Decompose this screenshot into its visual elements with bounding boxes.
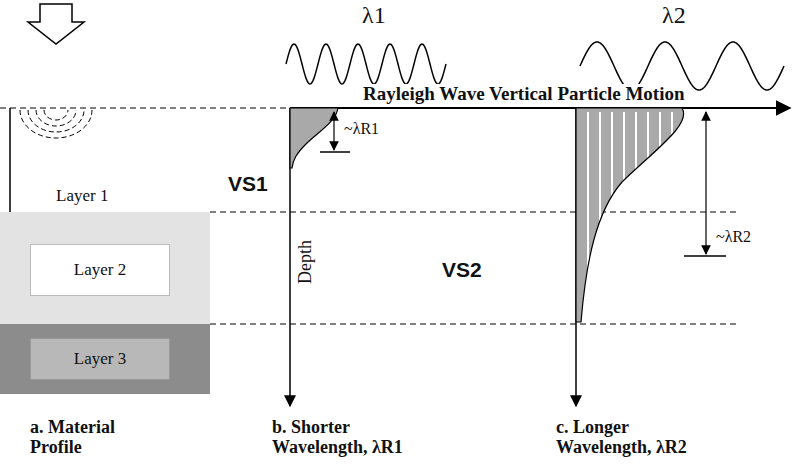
load-arrow xyxy=(28,4,84,44)
wavelength-symbol: λ1 xyxy=(362,2,386,28)
depth-label: ~λR1 xyxy=(344,120,379,138)
surface-arrow xyxy=(290,107,790,109)
velocity-label: VS2 xyxy=(442,258,482,281)
depth-tick xyxy=(684,255,726,257)
motion-profile-short xyxy=(290,108,338,168)
caption: a. Material Profile xyxy=(30,418,160,458)
layer-boundaries xyxy=(0,108,740,324)
long-wave xyxy=(580,42,784,90)
caption: b. Shorter Wavelength, λR1 xyxy=(272,418,432,458)
short-wave xyxy=(286,44,446,84)
velocity-label: VS1 xyxy=(228,172,268,195)
wavelength-symbol: λ2 xyxy=(662,2,686,28)
axis-label: Depth xyxy=(296,240,316,284)
depth-label: ~λR2 xyxy=(716,228,751,246)
depth-marker xyxy=(705,112,706,254)
layer-box: Layer 3 xyxy=(30,338,170,380)
caption: c. Longer Wavelength, λR2 xyxy=(556,418,726,458)
layer-1-edge xyxy=(9,108,11,212)
motion-profile-long xyxy=(576,108,696,330)
layer-3-band xyxy=(0,324,210,394)
layer-2-band xyxy=(0,212,210,324)
motion-profile-outline xyxy=(576,108,684,322)
axis-title: Rayleigh Wave Vertical Particle Motion xyxy=(360,84,688,105)
layer-label: Layer 1 xyxy=(56,186,108,206)
layer-band: Layer 1 xyxy=(12,110,208,210)
depth-marker xyxy=(333,112,334,150)
layer-label: Layer 3 xyxy=(74,349,126,369)
layer-box: Layer 2 xyxy=(30,244,170,296)
wave-fronts xyxy=(20,110,92,138)
layer-label: Layer 2 xyxy=(74,260,126,280)
depth-tick xyxy=(320,151,350,153)
